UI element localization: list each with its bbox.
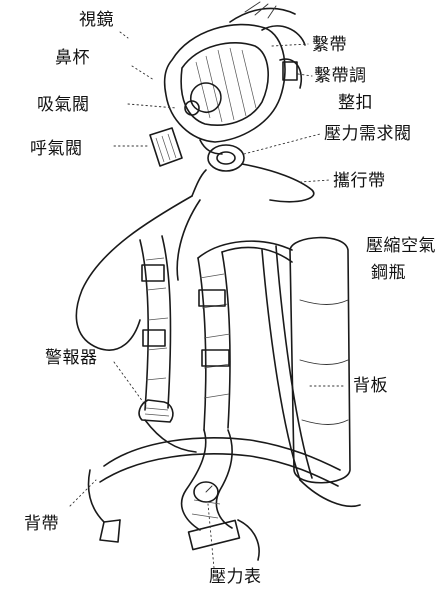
- label-strap-adjust-line2: 整扣: [338, 93, 373, 113]
- label-carry-strap: 攜行帶: [333, 171, 386, 191]
- label-cylinder-line2: 鋼瓶: [371, 263, 406, 283]
- label-cylinder-line1: 壓縮空氣: [366, 236, 436, 256]
- air-cylinder: [290, 238, 350, 483]
- label-head-strap: 繫帶: [312, 35, 347, 55]
- label-alarm: 警報器: [45, 348, 98, 368]
- pressure-gauge: [194, 482, 218, 502]
- face-mask: [150, 2, 305, 166]
- label-inhale-valve: 吸氣閥: [37, 95, 90, 115]
- shoulder-straps: [140, 236, 292, 430]
- label-strap-adjust-line1: 繫帶調: [314, 66, 367, 86]
- carry-strap: [242, 164, 314, 202]
- label-waist-belt: 背帶: [24, 514, 59, 534]
- label-nose-cup: 鼻杯: [55, 48, 90, 68]
- label-visor: 視鏡: [79, 10, 114, 30]
- label-backplate: 背板: [353, 376, 388, 396]
- label-exhale-valve: 呼氣閥: [30, 139, 83, 159]
- gauge-hose: [177, 200, 200, 280]
- demand-valve: [192, 145, 244, 196]
- label-demand-valve: 壓力需求閥: [324, 124, 412, 144]
- label-pressure-gauge: 壓力表: [209, 567, 262, 587]
- backplate: [262, 246, 360, 506]
- air-hose: [76, 196, 192, 350]
